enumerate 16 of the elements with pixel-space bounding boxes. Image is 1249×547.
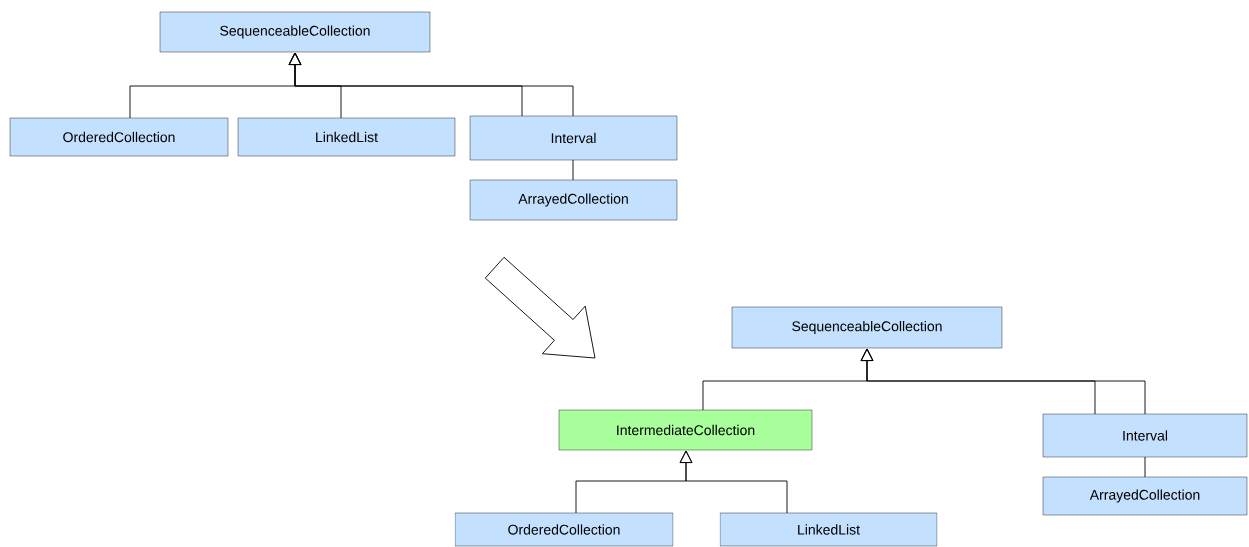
- class-box: ArrayedCollection: [469, 179, 678, 221]
- class-box: SequenceableCollection: [159, 11, 431, 53]
- class-box: LinkedList: [719, 512, 938, 547]
- class-box: OrderedCollection: [454, 512, 674, 547]
- inheritance-line: [679, 450, 788, 514]
- inheritance-line: [288, 52, 574, 117]
- class-box: LinkedList: [237, 117, 456, 157]
- class-box: Interval: [1042, 413, 1248, 458]
- inheritance-line: [1144, 456, 1146, 478]
- class-box: SequenceableCollection: [731, 306, 1003, 349]
- class-box: OrderedCollection: [9, 117, 229, 157]
- inheritance-line: [860, 348, 1146, 415]
- inheritance-line: [572, 159, 574, 181]
- class-box: ArrayedCollection: [1042, 476, 1248, 516]
- class-box: IntermediateCollection: [558, 409, 813, 451]
- class-box: Interval: [469, 115, 678, 161]
